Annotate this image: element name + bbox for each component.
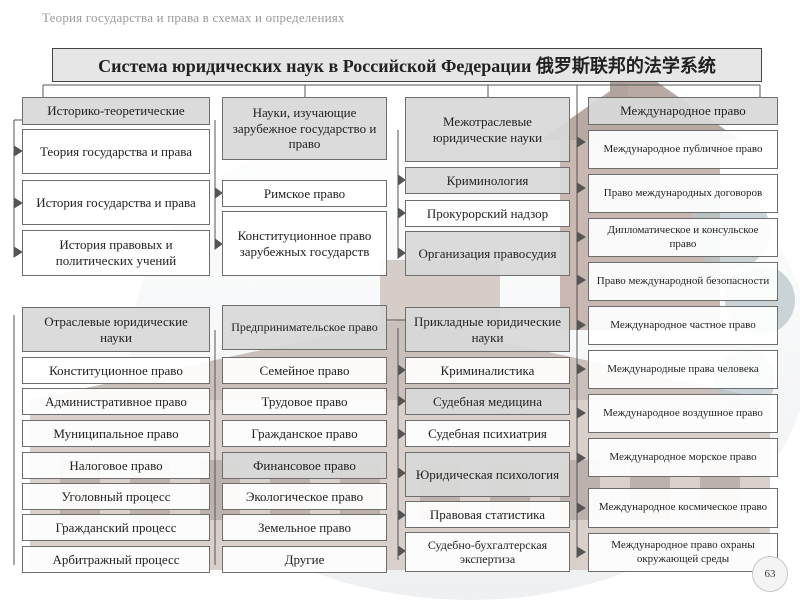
col3-top-header: Межотраслевые юридические науки (405, 97, 570, 162)
col3-top-item: Организация правосудия (405, 231, 570, 276)
header-caption: Теория государства и права в схемах и оп… (42, 10, 345, 25)
col2-bottom-item: Финансовое право (222, 452, 387, 479)
arrow-right-icon (13, 246, 23, 258)
col3-bottom-item: Юридическая психология (405, 452, 570, 497)
col1-bottom-item: Арбитражный процесс (22, 546, 210, 573)
arrow-right-icon (13, 145, 23, 157)
col3-top-item: Прокурорский надзор (405, 200, 570, 227)
arrow-right-icon (576, 546, 586, 558)
page-number: 63 (752, 556, 788, 592)
col1-bottom-item: Конституционное право (22, 357, 210, 384)
col4-item: Международные права человека (588, 350, 778, 389)
arrow-right-icon (576, 319, 586, 331)
col3-top-item: Криминология (405, 167, 570, 194)
arrow-right-icon (13, 197, 23, 209)
diagram-title: Система юридических наук в Российской Фе… (52, 48, 762, 82)
col1-top-item: Теория государства и права (22, 129, 210, 174)
arrow-right-icon (397, 364, 406, 376)
arrow-right-icon (397, 509, 406, 521)
col1-bottom-header: Отраслевые юридические науки (22, 307, 210, 352)
col2-top-header: Науки, изучающие зарубежное государство … (222, 97, 387, 160)
col1-top-header: Историко-теоретические (22, 97, 210, 125)
col4-item: Международное частное право (588, 306, 778, 345)
col4-item: Право международной безопасности (588, 262, 778, 301)
arrow-right-icon (397, 428, 406, 440)
col2-top-item: Конституционное право зарубежных государ… (222, 211, 387, 276)
col4-item: Дипломатическое и консульское право (588, 218, 778, 257)
arrow-right-icon (576, 274, 586, 286)
arrow-right-icon (576, 363, 586, 375)
arrow-right-icon (576, 502, 586, 514)
arrow-right-icon (576, 182, 586, 194)
col4-item: Международное право охраны окружающей ср… (588, 533, 778, 572)
col1-bottom-item: Административное право (22, 388, 210, 415)
col3-bottom-item: Криминалистика (405, 357, 570, 384)
col1-top-item: История правовых и политических учений (22, 230, 210, 276)
arrow-right-icon (576, 231, 586, 243)
col4-item: Международное публичное право (588, 130, 778, 169)
col4-item: Международное морское право (588, 438, 778, 477)
arrow-right-icon (576, 407, 586, 419)
col3-bottom-item: Правовая статистика (405, 501, 570, 528)
col2-top-item: Римское право (222, 180, 387, 207)
arrow-right-icon (576, 452, 586, 464)
arrow-right-icon (397, 247, 406, 259)
col1-bottom-item: Налоговое право (22, 452, 210, 479)
arrow-right-icon (397, 545, 406, 557)
col1-bottom-item: Уголовный процесс (22, 483, 210, 510)
arrow-right-icon (397, 174, 406, 186)
col1-bottom-item: Муниципальное право (22, 420, 210, 447)
col3-bottom-header: Прикладные юридические науки (405, 307, 570, 352)
col2-bottom-item: Гражданское право (222, 420, 387, 447)
arrow-right-icon (397, 467, 406, 479)
col1-top-item: История государства и права (22, 180, 210, 225)
col2-bottom-item: Земельное право (222, 514, 387, 541)
col4-item: Международное воздушное право (588, 394, 778, 433)
col2-bottom-item: Другие (222, 546, 387, 573)
col3-bottom-item: Судебно-бухгалтерская экспертиза (405, 532, 570, 572)
col2-bottom-item: Предпринимательское право (222, 305, 387, 350)
arrow-right-icon (576, 136, 586, 148)
arrow-right-icon (214, 187, 223, 199)
col4-header: Международное право (588, 97, 778, 125)
arrow-right-icon (397, 395, 406, 407)
col2-bottom-item: Экологическое право (222, 483, 387, 510)
col2-bottom-item: Трудовое право (222, 388, 387, 415)
arrow-right-icon (214, 238, 223, 250)
col4-item: Право международных договоров (588, 174, 778, 213)
col3-bottom-item: Судебная психиатрия (405, 420, 570, 447)
col2-bottom-item: Семейное право (222, 357, 387, 384)
col4-item: Международное космическое право (588, 488, 778, 528)
col1-bottom-item: Гражданский процесс (22, 514, 210, 541)
col3-bottom-item: Судебная медицина (405, 388, 570, 415)
arrow-right-icon (397, 207, 406, 219)
